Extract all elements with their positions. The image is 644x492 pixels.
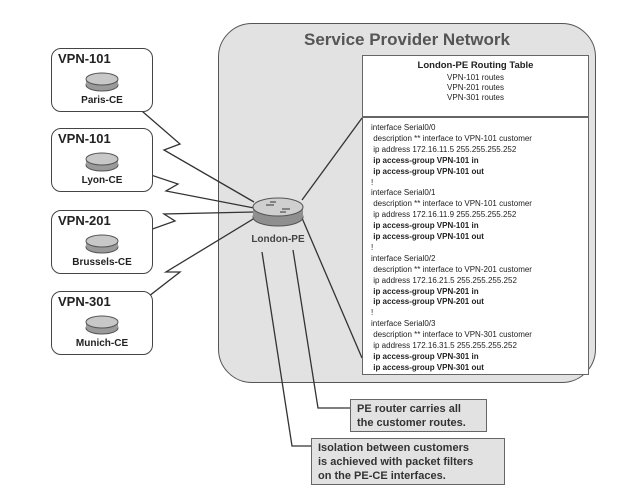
leader-isolation bbox=[261, 251, 318, 447]
router-icon bbox=[85, 152, 119, 172]
ce-site-brussels: VPN-201 Brussels-CE bbox=[51, 210, 153, 274]
leader-pe-routes bbox=[292, 249, 352, 409]
callout-line: Isolation between customers bbox=[318, 442, 469, 454]
cloud-title: Service Provider Network bbox=[304, 30, 510, 49]
config-line: ip access-group VPN-101 out bbox=[371, 166, 484, 176]
config-line: ip access-group VPN-101 in bbox=[371, 155, 479, 165]
routing-table: London-PE Routing Table VPN-101 routes V… bbox=[362, 55, 589, 117]
callout-pe-routes: PE router carries all the customer route… bbox=[350, 399, 487, 432]
interface-config-panel: interface Serial0/0 description ** inter… bbox=[362, 117, 589, 375]
config-line: ip address 172.16.11.5 255.255.255.252 bbox=[371, 144, 517, 154]
callout-line: on the PE-CE interfaces. bbox=[318, 470, 446, 482]
config-line: ip access-group VPN-101 out bbox=[371, 232, 484, 241]
routing-table-row: VPN-301 routes bbox=[447, 93, 504, 102]
config-line: ip address 172.16.31.5 255.255.255.252 bbox=[371, 341, 517, 350]
router-icon bbox=[85, 72, 119, 92]
routing-table-row: VPN-101 routes bbox=[447, 73, 504, 82]
ce-site-lyon: VPN-101 Lyon-CE bbox=[51, 128, 153, 192]
config-line: ip access-group VPN-301 in bbox=[371, 351, 479, 361]
callout-line: is achieved with packet filters bbox=[318, 456, 474, 468]
callout-line: the customer routes. bbox=[357, 417, 466, 429]
config-line: description ** interface to VPN-301 cust… bbox=[371, 330, 532, 340]
ce-site-munich: VPN-301 Munich-CE bbox=[51, 291, 153, 355]
config-line: ip address 172.16.11.9 255.255.255.252 bbox=[371, 210, 517, 220]
ce-site-paris: VPN-101 Paris-CE bbox=[51, 48, 153, 112]
ce-router-label: Lyon-CE bbox=[81, 175, 123, 186]
ce-router-label: Paris-CE bbox=[81, 95, 123, 106]
pe-router-label: London-PE bbox=[251, 234, 305, 245]
config-line: ip access-group VPN-301 out bbox=[371, 362, 484, 372]
vpn-label: VPN-101 bbox=[58, 51, 111, 66]
ce-router-label: Brussels-CE bbox=[72, 257, 132, 268]
config-line: ! bbox=[371, 177, 374, 187]
vpn-label: VPN-101 bbox=[58, 131, 111, 146]
config-line: description ** interface to VPN-101 cust… bbox=[371, 133, 532, 143]
callout-isolation: Isolation between customers is achieved … bbox=[311, 438, 505, 485]
vpn-label: VPN-301 bbox=[58, 294, 111, 309]
config-line: ip address 172.16.21.5 255.255.255.252 bbox=[371, 275, 517, 285]
routing-table-title: London-PE Routing Table bbox=[417, 60, 534, 71]
vpn-label: VPN-201 bbox=[58, 213, 111, 228]
router-icon bbox=[85, 315, 119, 335]
config-line: description ** interface to VPN-101 cust… bbox=[371, 199, 532, 209]
config-line: ip access-group VPN-201 in bbox=[371, 286, 479, 296]
routing-table-row: VPN-201 routes bbox=[447, 83, 504, 92]
config-line: ip access-group VPN-101 in bbox=[371, 221, 479, 231]
ce-router-label: Munich-CE bbox=[75, 338, 129, 349]
config-line: ! bbox=[371, 308, 374, 318]
config-line: interface Serial0/2 bbox=[371, 253, 436, 263]
link-pe-config bbox=[301, 217, 363, 359]
link-pe-table bbox=[301, 117, 363, 201]
callout-line: PE router carries all bbox=[357, 403, 461, 415]
config-line: description ** interface to VPN-201 cust… bbox=[371, 264, 532, 274]
config-line: ip access-group VPN-201 out bbox=[371, 297, 484, 307]
config-line: ! bbox=[371, 242, 374, 252]
config-line: interface Serial0/0 bbox=[371, 123, 436, 132]
link-paris bbox=[112, 85, 255, 203]
pe-router-icon bbox=[252, 197, 304, 227]
config-line: interface Serial0/1 bbox=[371, 188, 436, 198]
router-icon bbox=[85, 234, 119, 254]
config-line: interface Serial0/3 bbox=[371, 319, 436, 329]
